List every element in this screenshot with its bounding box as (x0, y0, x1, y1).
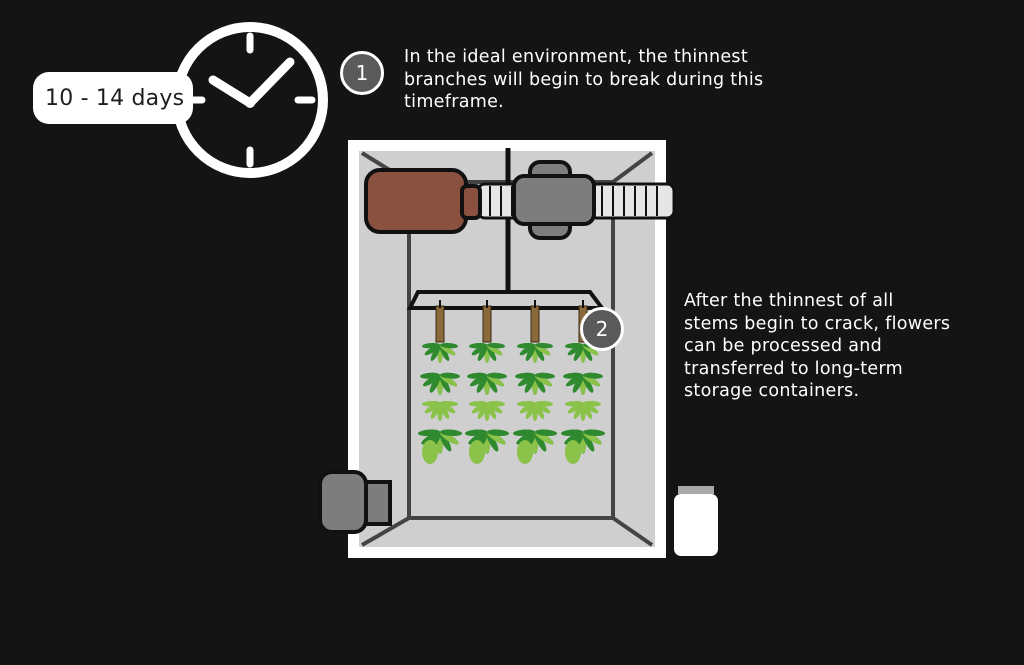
clock-icon (172, 22, 328, 178)
step-1-caption: In the ideal environment, the thinnest b… (404, 46, 763, 114)
caption-line: timeframe. (404, 92, 504, 112)
step-2-caption: After the thinnest of all stems begin to… (684, 290, 950, 403)
duration-label: 10 - 14 days (45, 85, 185, 111)
caption-line: storage containers. (684, 381, 860, 401)
duration-badge: 10 - 14 days (33, 72, 193, 124)
floor-fan-icon (318, 470, 392, 534)
hanging-plant (418, 300, 462, 464)
hanging-plants (418, 300, 605, 464)
caption-line: can be processed and (684, 336, 883, 356)
step-2-badge: 2 (580, 307, 624, 351)
caption-line: branches will begin to break during this (404, 69, 764, 90)
caption-line: stems begin to crack, flowers (684, 313, 951, 334)
step-1-badge: 1 (340, 51, 384, 95)
hanging-plant (513, 300, 557, 464)
caption-line: After the thinnest of all (684, 291, 894, 311)
caption-line: transferred to long-term (684, 358, 904, 379)
hanging-plant (561, 300, 605, 464)
hanging-plant (465, 300, 509, 464)
carbon-filter-icon (512, 160, 596, 240)
caption-line: In the ideal environment, the thinnest (404, 47, 748, 67)
storage-jar-icon (674, 486, 718, 556)
inline-fan-icon (364, 168, 482, 234)
